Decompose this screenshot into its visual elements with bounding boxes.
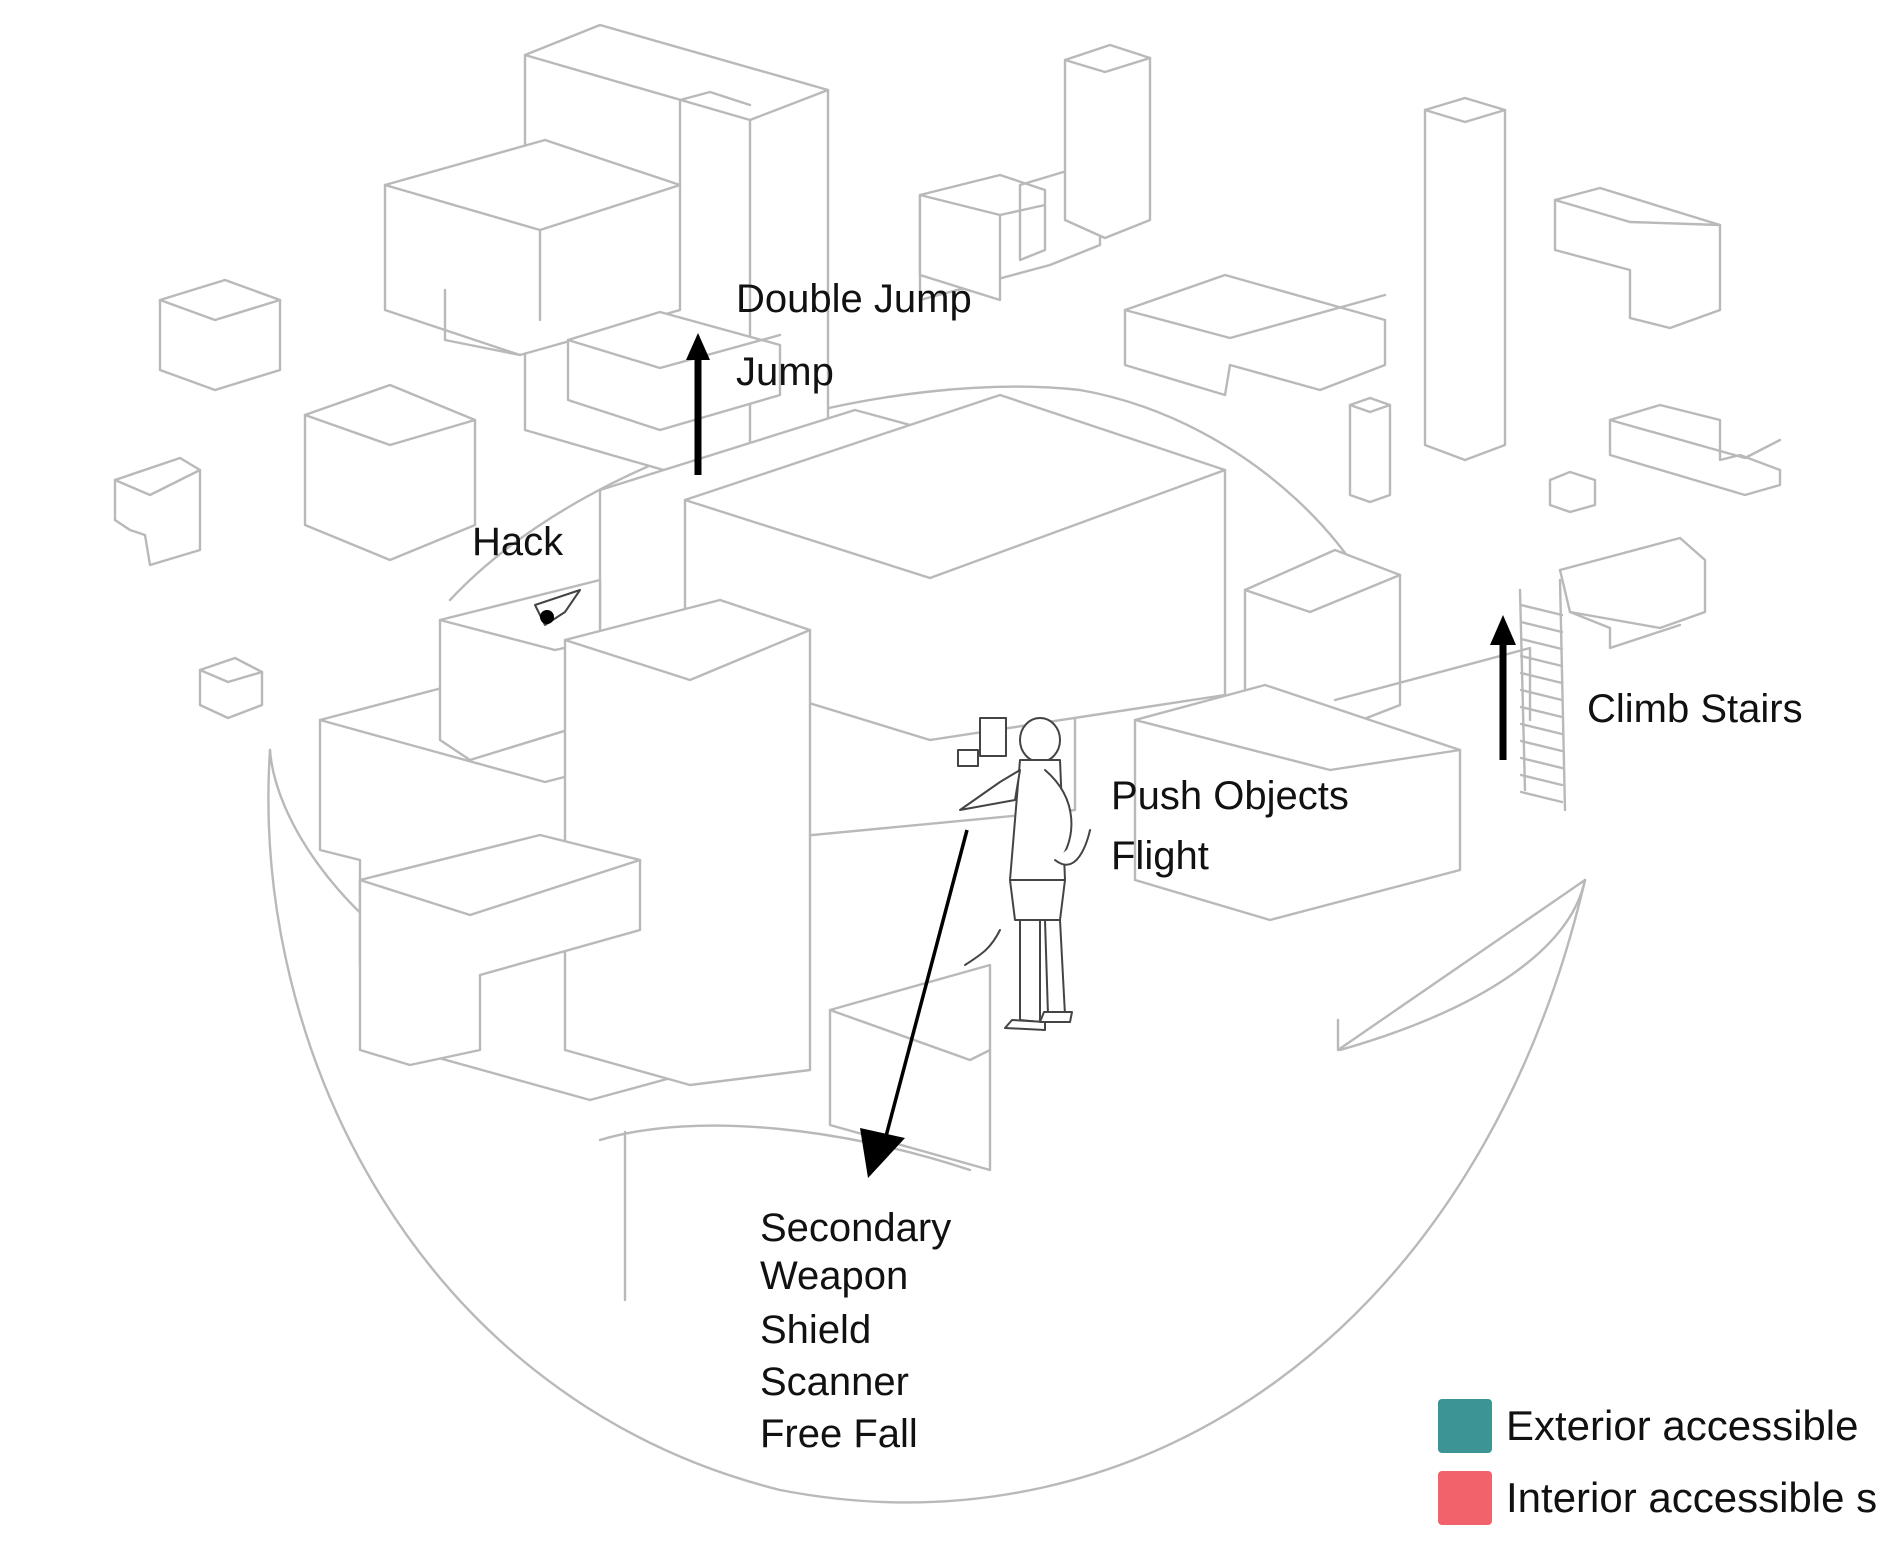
jump-arrow xyxy=(686,333,710,475)
drone-icon xyxy=(534,589,581,626)
floating-blocks-top-left xyxy=(383,23,830,497)
ladder-rung xyxy=(1519,603,1564,617)
ladder-rung xyxy=(1519,790,1564,804)
ladder-rung xyxy=(1519,773,1564,787)
platform-rim xyxy=(448,385,1397,662)
ladder-rung xyxy=(1519,671,1564,685)
ladder-rung xyxy=(1519,705,1564,719)
legend-swatch-interior xyxy=(1438,1471,1492,1525)
fall-arrow xyxy=(860,829,969,1178)
ladder-rung xyxy=(1519,637,1564,651)
label-scanner: Scanner xyxy=(760,1360,909,1404)
label-double-jump: Double Jump xyxy=(736,277,972,321)
label-secondary: Secondary xyxy=(760,1206,952,1250)
climb-arrow xyxy=(1490,615,1516,760)
floating-blocks-top-center xyxy=(918,43,1152,302)
label-climb-stairs: Climb Stairs xyxy=(1587,687,1803,731)
ladder-rung xyxy=(1519,756,1564,770)
hemisphere-base xyxy=(267,748,1587,1504)
ladder-rung xyxy=(1519,620,1564,634)
label-hack: Hack xyxy=(472,520,564,564)
legend-label-interior: Interior accessible s xyxy=(1506,1474,1878,1521)
floating-cubes-left xyxy=(113,278,477,720)
legend-item-interior: Interior accessible s xyxy=(1438,1467,1893,1529)
legend-label-exterior: Exterior accessible xyxy=(1506,1402,1859,1449)
character-figure xyxy=(957,717,1091,1031)
legend: Exterior accessible Interior accessible … xyxy=(1438,1395,1893,1543)
ladder-rung xyxy=(1519,722,1564,736)
legend-item-exterior: Exterior accessible xyxy=(1438,1395,1893,1457)
floating-blocks-top-right xyxy=(1123,96,1782,514)
ladder-rung xyxy=(1519,739,1564,753)
ladder xyxy=(1518,536,1707,812)
label-push-objects: Push Objects xyxy=(1111,774,1349,818)
label-jump: Jump xyxy=(736,350,834,394)
central-structure xyxy=(318,393,1532,1172)
label-shield: Shield xyxy=(760,1308,872,1352)
ladder-rung xyxy=(1519,654,1564,668)
label-weapon: Weapon xyxy=(760,1254,909,1298)
ladder-rung xyxy=(1519,688,1564,702)
legend-swatch-exterior xyxy=(1438,1399,1492,1453)
label-free-fall: Free Fall xyxy=(760,1412,918,1456)
label-flight: Flight xyxy=(1111,834,1209,878)
fall-abilities-list: Secondary Weapon Shield Scanner Free Fal… xyxy=(760,1208,951,1462)
